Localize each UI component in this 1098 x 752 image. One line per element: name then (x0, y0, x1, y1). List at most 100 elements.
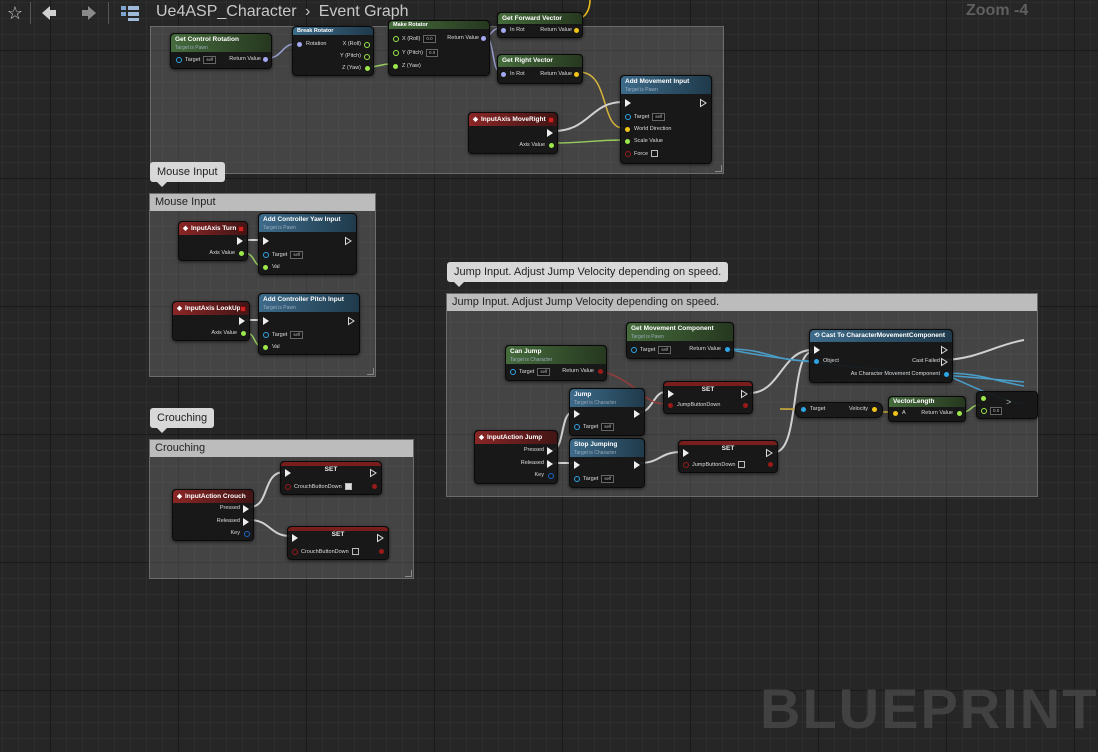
value-checkbox[interactable] (351, 548, 359, 555)
exec-in-pin[interactable] (814, 346, 820, 354)
target-pin[interactable] (263, 252, 269, 258)
in-rot-pin[interactable] (501, 72, 506, 77)
cast-failed-pin[interactable] (941, 357, 948, 367)
node-set-jump-released[interactable]: SET JumpButtonDown (678, 440, 778, 473)
node-inputaxis-turn[interactable]: ◆InputAxis Turn Axis Value (178, 221, 248, 261)
self-box[interactable]: self (203, 56, 217, 64)
exec-in-pin[interactable] (574, 461, 580, 469)
delegate-pin[interactable] (240, 306, 246, 312)
scale-value-pin[interactable] (625, 139, 630, 144)
in-rot-pin[interactable] (501, 28, 506, 33)
target-pin[interactable] (176, 57, 182, 63)
return-value-pin[interactable] (574, 28, 579, 33)
node-get-forward-vector[interactable]: Get Forward Vector In Rot Return Value (497, 12, 583, 38)
forward-arrow-icon[interactable] (78, 2, 100, 24)
node-cast-to-character-movement-component[interactable]: ⟲ Cast To CharacterMovementComponent Obj… (809, 329, 953, 383)
target-pin[interactable] (574, 476, 580, 482)
target-pin[interactable] (263, 332, 269, 338)
exec-out-pin[interactable] (941, 345, 948, 355)
exec-in-pin[interactable] (625, 99, 631, 107)
value-pin[interactable] (285, 484, 291, 490)
exec-out-pin[interactable] (377, 533, 384, 543)
key-pin[interactable] (244, 531, 250, 537)
exec-out-pin[interactable] (700, 98, 707, 108)
return-value-pin[interactable] (957, 411, 962, 416)
velocity-pin[interactable] (872, 407, 877, 412)
object-pin[interactable] (814, 359, 819, 364)
return-value-pin[interactable] (725, 347, 730, 352)
y-pitch-pin[interactable] (393, 50, 399, 56)
y-pitch-pin[interactable] (364, 54, 370, 60)
jump-comment-title[interactable]: Jump Input. Adjust Jump Velocity dependi… (447, 294, 1037, 311)
val-pin[interactable] (263, 345, 268, 350)
exec-in-pin[interactable] (285, 469, 291, 477)
self-box[interactable]: self (601, 423, 615, 431)
a-pin[interactable] (893, 411, 898, 416)
blueprint-graph-icon[interactable] (119, 2, 141, 24)
exec-out-pin[interactable] (547, 129, 553, 137)
node-inputaxis-moveright[interactable]: ◆InputAxis MoveRight Axis Value (468, 112, 558, 154)
exec-out-pin[interactable] (345, 236, 352, 246)
node-vector-length[interactable]: VectorLength A Return Value (888, 396, 966, 422)
exec-out-pin[interactable] (766, 448, 773, 458)
x-roll-pin[interactable] (364, 42, 370, 48)
exec-out-pin[interactable] (370, 468, 377, 478)
a-pin[interactable] (981, 396, 986, 401)
crouch-comment-bubble[interactable]: Crouching (150, 408, 215, 433)
axis-value-pin[interactable] (241, 331, 246, 336)
node-get-velocity[interactable]: Target Velocity (795, 402, 883, 418)
exec-out-pin[interactable] (237, 237, 243, 245)
out-pin[interactable] (768, 462, 773, 467)
b-input[interactable]: 0.0 (990, 407, 1003, 415)
exec-in-pin[interactable] (668, 390, 674, 398)
return-value-pin[interactable] (263, 57, 268, 62)
self-box[interactable]: self (290, 331, 304, 339)
value-pin[interactable] (683, 462, 689, 468)
exec-out-pin[interactable] (741, 389, 748, 399)
return-value-pin[interactable] (574, 72, 579, 77)
node-make-rotator[interactable]: Make Rotator X (Roll)0.0 Y (Pitch)0.0 Z … (388, 20, 490, 76)
node-set-crouch-released[interactable]: SET CrouchButtonDown (287, 526, 389, 560)
target-pin[interactable] (631, 347, 637, 353)
favorite-star-icon[interactable]: ☆ (6, 3, 24, 23)
rotation-pin[interactable] (297, 42, 302, 47)
node-compare-partial[interactable]: 0.0 > (976, 391, 1038, 419)
pressed-exec-pin[interactable] (547, 447, 553, 455)
out-pin[interactable] (379, 549, 384, 554)
exec-out-pin[interactable] (348, 316, 355, 326)
exec-in-pin[interactable] (263, 237, 269, 245)
crouch-comment-title[interactable]: Crouching (150, 440, 413, 457)
y-pitch-input[interactable]: 0.0 (426, 49, 439, 57)
node-set-jump-pressed[interactable]: SET JumpButtonDown (663, 381, 753, 414)
exec-in-pin[interactable] (292, 534, 298, 542)
exec-out-pin[interactable] (239, 317, 245, 325)
as-cmc-pin[interactable] (944, 372, 949, 377)
node-inputaxis-lookup[interactable]: ◆InputAxis LookUp Axis Value (172, 301, 250, 341)
self-box[interactable]: self (652, 113, 666, 121)
world-direction-pin[interactable] (625, 127, 630, 132)
x-roll-pin[interactable] (393, 36, 399, 42)
node-get-right-vector[interactable]: Get Right Vector In Rot Return Value (497, 54, 583, 84)
key-pin[interactable] (548, 473, 554, 479)
pressed-exec-pin[interactable] (243, 505, 249, 513)
delegate-pin[interactable] (548, 117, 554, 123)
resize-handle[interactable] (367, 368, 374, 375)
released-exec-pin[interactable] (243, 518, 249, 526)
exec-in-pin[interactable] (263, 317, 269, 325)
force-pin[interactable] (625, 151, 631, 157)
z-yaw-pin[interactable] (393, 64, 398, 69)
breadcrumb-graph[interactable]: Event Graph (318, 3, 409, 20)
return-value-pin[interactable] (481, 36, 486, 41)
target-pin[interactable] (625, 114, 631, 120)
value-checkbox[interactable] (344, 483, 352, 490)
axis-value-pin[interactable] (239, 251, 244, 256)
exec-out-pin[interactable] (634, 410, 640, 418)
